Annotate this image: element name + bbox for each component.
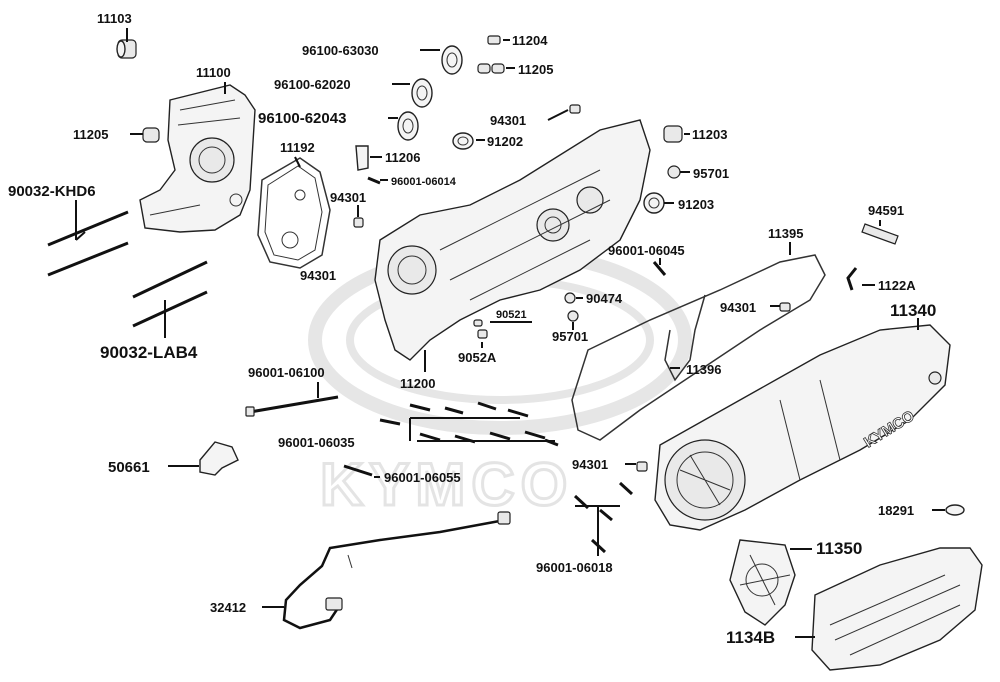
label-94301-lower[interactable]: 94301 xyxy=(572,457,608,472)
part-90032-lab4-shape[interactable] xyxy=(132,260,208,328)
part-96001-06014-shape[interactable] xyxy=(367,176,381,185)
part-94591-shape[interactable] xyxy=(861,223,899,245)
part-1122a-shape[interactable] xyxy=(846,267,858,291)
part-91203-shape[interactable] xyxy=(643,192,665,214)
label-96100-62020[interactable]: 96100-62020 xyxy=(274,77,351,92)
part-95701-b-shape[interactable] xyxy=(567,310,579,322)
part-96001-06035-shape[interactable] xyxy=(379,401,559,447)
label-96001-06018[interactable]: 96001-06018 xyxy=(536,560,613,575)
part-11204-shape[interactable] xyxy=(487,35,501,45)
label-90032-lab4[interactable]: 90032-LAB4 xyxy=(100,343,198,362)
part-11205a-shape[interactable] xyxy=(142,127,160,143)
label-91203[interactable]: 91203 xyxy=(678,197,714,212)
part-94301-c-shape[interactable] xyxy=(779,302,791,312)
label-96001-06100[interactable]: 96001-06100 xyxy=(248,365,325,380)
part-90032-khd6-shape[interactable] xyxy=(47,210,129,277)
part-11203-shape[interactable] xyxy=(663,125,683,143)
label-18291[interactable]: 18291 xyxy=(878,503,914,518)
part-11206-shape[interactable] xyxy=(355,145,369,171)
label-96001-06035[interactable]: 96001-06035 xyxy=(278,435,355,450)
part-96001-06055-shape[interactable] xyxy=(343,464,373,477)
label-11350[interactable]: 11350 xyxy=(816,539,862,558)
label-1122a[interactable]: 1122A xyxy=(878,278,916,293)
part-11103-shape[interactable] xyxy=(116,39,137,59)
part-18291-shape[interactable] xyxy=(945,504,965,516)
label-50661[interactable]: 50661 xyxy=(108,459,150,476)
label-11395[interactable]: 11395 xyxy=(768,226,803,241)
label-90521[interactable]: 90521 xyxy=(496,309,527,321)
label-94301-top[interactable]: 94301 xyxy=(490,113,526,128)
part-90521-shape[interactable] xyxy=(473,319,483,327)
label-90032-khd6[interactable]: 90032-KHD6 xyxy=(8,183,96,200)
label-96001-06014[interactable]: 96001-06014 xyxy=(391,176,457,188)
part-11396-shape[interactable] xyxy=(664,294,706,382)
part-91202-shape[interactable] xyxy=(452,132,474,150)
part-9052a-shape[interactable] xyxy=(477,329,488,339)
part-11205b-shape[interactable] xyxy=(477,63,505,74)
label-91202[interactable]: 91202 xyxy=(487,134,523,149)
label-94301-right[interactable]: 94301 xyxy=(720,300,756,315)
part-11340-shape[interactable]: KYMCO xyxy=(654,324,951,531)
label-11100[interactable]: 11100 xyxy=(196,65,231,80)
part-11100-shape[interactable] xyxy=(139,84,256,233)
part-94301-a-shape[interactable] xyxy=(569,104,581,114)
label-96001-06045[interactable]: 96001-06045 xyxy=(608,243,685,258)
label-11200[interactable]: 11200 xyxy=(400,376,435,391)
part-96001-06100-shape[interactable] xyxy=(245,395,339,417)
label-11206[interactable]: 11206 xyxy=(385,150,420,165)
label-95701-bottom[interactable]: 95701 xyxy=(552,329,588,344)
part-11350-shape[interactable] xyxy=(729,539,796,626)
leader-lines xyxy=(75,28,945,638)
label-11204[interactable]: 11204 xyxy=(512,33,548,48)
label-94301-mid[interactable]: 94301 xyxy=(330,190,366,205)
part-11395-shape[interactable] xyxy=(571,254,826,441)
label-96100-62043[interactable]: 96100-62043 xyxy=(258,110,346,127)
label-11396[interactable]: 11396 xyxy=(686,362,721,377)
label-11205-right[interactable]: 11205 xyxy=(518,62,553,77)
part-90474-shape[interactable] xyxy=(564,292,576,304)
part-96100-62043-shape[interactable] xyxy=(397,111,419,141)
part-labels: 11103 11100 11205 11192 90032-KHD6 96100… xyxy=(8,11,936,647)
part-1134b-shape[interactable] xyxy=(811,547,983,671)
label-11205-left[interactable]: 11205 xyxy=(73,127,108,142)
label-96100-63030[interactable]: 96100-63030 xyxy=(302,43,379,58)
part-96100-62020-shape[interactable] xyxy=(411,78,433,108)
part-96100-63030-shape[interactable] xyxy=(441,45,463,75)
label-94301-left[interactable]: 94301 xyxy=(300,268,336,283)
label-11203[interactable]: 11203 xyxy=(692,127,727,142)
label-32412[interactable]: 32412 xyxy=(210,600,246,615)
part-50661-shape[interactable] xyxy=(199,441,239,476)
part-94301-b-shape[interactable] xyxy=(353,217,364,228)
label-1134b[interactable]: 1134B xyxy=(726,628,775,647)
part-11200-shape[interactable] xyxy=(374,119,651,361)
part-96001-06018-shape[interactable] xyxy=(573,481,634,554)
label-11103[interactable]: 11103 xyxy=(97,11,132,26)
label-11340[interactable]: 11340 xyxy=(890,301,936,320)
part-94301-d-shape[interactable] xyxy=(636,461,648,472)
part-96001-06045-shape[interactable] xyxy=(652,261,667,276)
watermark-text: KYMCO xyxy=(320,451,573,518)
part-32412-shape[interactable] xyxy=(282,511,511,630)
part-11192-shape[interactable] xyxy=(257,157,331,269)
label-96001-06055[interactable]: 96001-06055 xyxy=(384,470,461,485)
label-11192[interactable]: 11192 xyxy=(280,140,315,155)
label-95701-top[interactable]: 95701 xyxy=(693,166,729,181)
part-95701-a-shape[interactable] xyxy=(667,165,681,179)
label-90474[interactable]: 90474 xyxy=(586,291,623,306)
label-94591[interactable]: 94591 xyxy=(868,203,904,218)
label-9052a[interactable]: 9052A xyxy=(458,350,497,365)
